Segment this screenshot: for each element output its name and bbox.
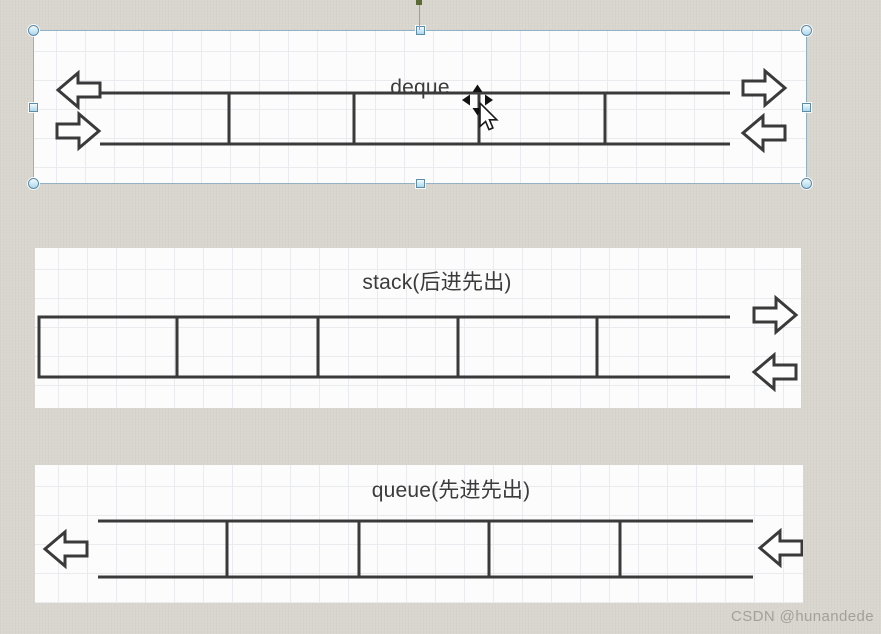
deque-right-out-arrow	[741, 67, 788, 109]
queue-in-arrow	[757, 527, 803, 569]
deque-left-in-arrow	[55, 110, 102, 152]
selection-handle-sw[interactable]	[28, 178, 39, 189]
deque-diagram-panel[interactable]: deque	[33, 30, 807, 184]
watermark: CSDN @hunandede	[731, 608, 874, 625]
queue-diagram-panel[interactable]: queue(先进先出)	[35, 465, 803, 603]
queue-out-arrow	[42, 528, 89, 570]
connection-endpoint	[416, 0, 422, 5]
deque-right-in-arrow	[740, 112, 787, 154]
stack-drawing	[37, 294, 799, 393]
deque-drawing	[55, 67, 788, 154]
stack-title: stack(后进先出)	[362, 271, 512, 294]
selection-handle-w[interactable]	[29, 103, 38, 112]
selection-handle-se[interactable]	[801, 178, 812, 189]
stack-in-arrow	[751, 351, 798, 393]
stack-out-arrow	[752, 294, 799, 336]
deque-title: deque	[390, 76, 450, 99]
selection-handle-s[interactable]	[416, 179, 425, 188]
selection-handle-n[interactable]	[416, 26, 425, 35]
selection-handle-e[interactable]	[802, 103, 811, 112]
queue-title: queue(先进先出)	[371, 479, 531, 502]
queue-drawing	[42, 519, 803, 579]
stack-diagram-panel[interactable]: stack(后进先出)	[35, 248, 801, 408]
deque-left-out-arrow	[55, 69, 102, 111]
selection-handle-nw[interactable]	[28, 25, 39, 36]
selection-handle-ne[interactable]	[801, 25, 812, 36]
connection-line	[419, 0, 420, 30]
